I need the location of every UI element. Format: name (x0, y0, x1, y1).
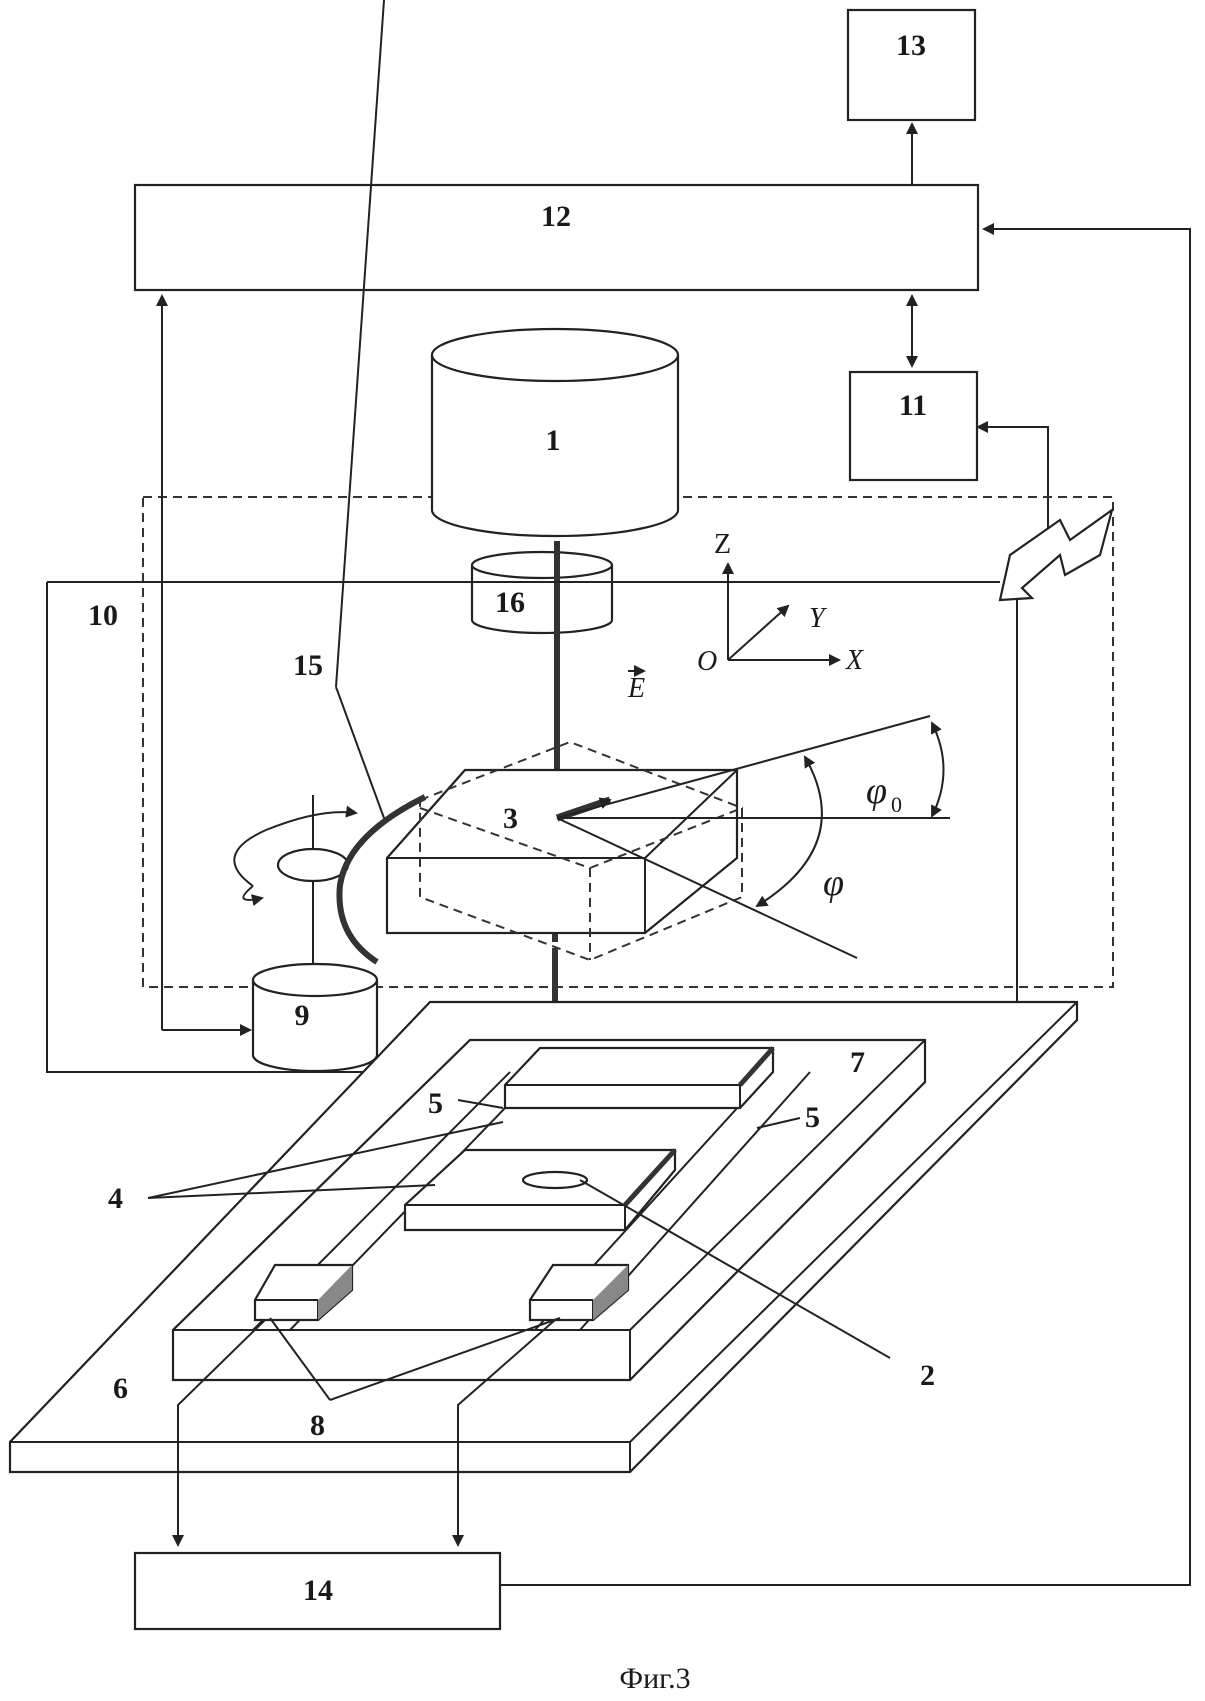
crystal-3: 3 (387, 742, 742, 960)
laser-1: 1 (432, 329, 678, 536)
label-5-right: 5 (805, 1101, 820, 1134)
arc-phi (757, 757, 822, 906)
label-8: 8 (310, 1409, 325, 1442)
label-12: 12 (541, 200, 571, 233)
label-10: 10 (88, 599, 118, 632)
label-5-left: 5 (428, 1087, 443, 1120)
leader-15 (336, 0, 384, 687)
axis-x: X (845, 645, 864, 676)
label-3: 3 (503, 802, 518, 835)
figure-caption: Фиг.3 (619, 1662, 690, 1695)
plate-5-top (505, 1048, 773, 1108)
lens-16: 16 (472, 552, 612, 633)
axis-z: Z (714, 529, 731, 560)
axis-y: Y (809, 603, 828, 634)
coordinate-system: Z Y X O (697, 529, 864, 677)
label-15: 15 (293, 649, 323, 682)
label-14: 14 (303, 1574, 333, 1607)
label-11: 11 (899, 389, 927, 422)
arc-phi0 (932, 723, 944, 816)
label-4: 4 (108, 1182, 123, 1215)
block-13: 13 (848, 10, 975, 120)
label-1: 1 (546, 424, 561, 457)
block-11: 11 (850, 372, 977, 480)
label-6: 6 (113, 1372, 128, 1405)
label-7: 7 (850, 1046, 865, 1079)
axis-origin: O (697, 646, 717, 677)
e-vector-label: E (627, 673, 645, 704)
leader-15-line (336, 687, 384, 818)
label-2: 2 (920, 1359, 935, 1392)
block-12: 12 (135, 185, 978, 290)
spot-2 (523, 1172, 587, 1188)
phi0-symbol: φ (866, 770, 887, 812)
label-9: 9 (295, 999, 310, 1032)
phi0-subscript: 0 (891, 792, 902, 817)
rotator-9: 9 (234, 795, 377, 1071)
label-16: 16 (495, 586, 525, 619)
block-14: 14 (135, 1553, 500, 1629)
phi-symbol: φ (823, 862, 844, 904)
polarizer-double-arrow (1000, 510, 1112, 600)
label-13: 13 (896, 29, 926, 62)
